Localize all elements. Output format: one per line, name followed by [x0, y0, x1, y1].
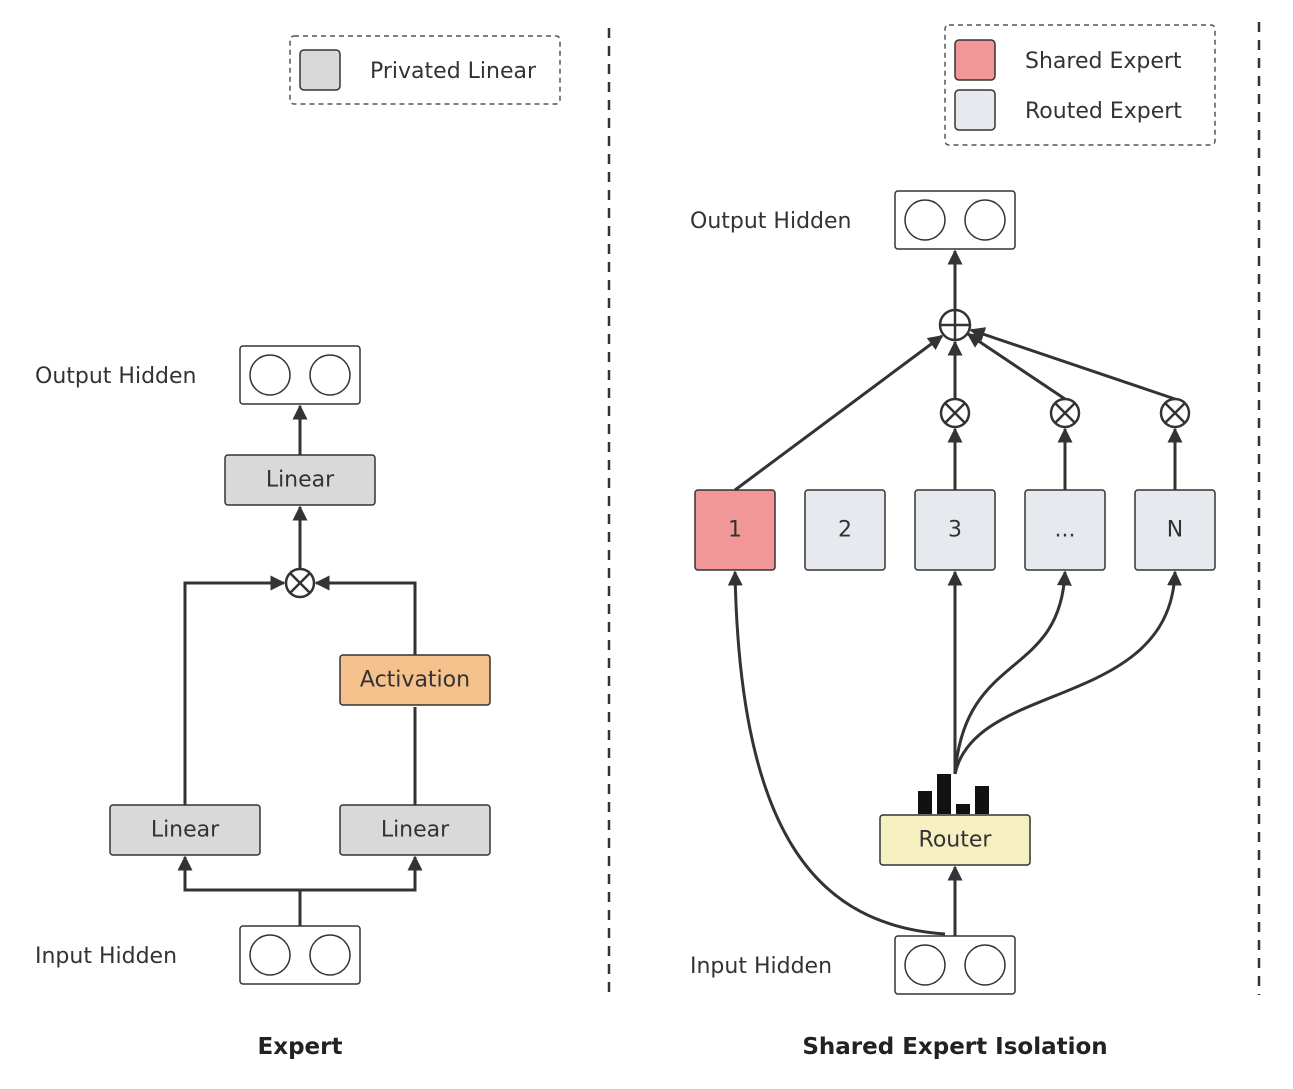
expert-connectors	[177, 404, 423, 926]
expert-output-hidden-vector	[239, 345, 361, 405]
expert-panel-title: Expert	[258, 1034, 343, 1060]
expert-box-2	[804, 489, 886, 571]
moe-sum-node	[938, 308, 972, 342]
router-box	[879, 814, 1031, 866]
expert-activation-label: Activation	[360, 668, 470, 693]
expert-box-n-label: N	[1167, 518, 1183, 543]
moe-gate-multiply-3	[939, 397, 971, 429]
legend-swatch-privated	[299, 49, 341, 91]
legend-label-shared: Shared Expert	[1025, 49, 1182, 74]
moe-input-hidden-vector	[894, 935, 1016, 995]
moe-input-hidden-label: Input Hidden	[690, 954, 832, 979]
expert-box-dots-label: ...	[1055, 518, 1076, 543]
moe-gate-multiply-dots	[1049, 397, 1081, 429]
legend-label-privated: Privated Linear	[370, 59, 537, 84]
legend-swatch-routed	[954, 89, 996, 131]
legend-privated-linear: Privated Linear	[289, 35, 561, 105]
moe-gate-multiply-n	[1159, 397, 1191, 429]
expert-box-1-label: 1	[728, 518, 742, 543]
expert-multiply-node	[284, 567, 316, 599]
legend-swatch-shared	[954, 39, 996, 81]
expert-left-linear-label: Linear	[151, 818, 220, 843]
expert-box-3-label: 3	[948, 518, 962, 543]
expert-right-linear-label: Linear	[381, 818, 450, 843]
expert-input-hidden-vector	[239, 925, 361, 985]
legend-label-routed: Routed Expert	[1025, 99, 1182, 124]
moe-output-hidden-vector	[894, 190, 1016, 250]
expert-input-hidden-label: Input Hidden	[35, 944, 177, 969]
expert-box-2-label: 2	[838, 518, 852, 543]
router-score-bars	[918, 774, 989, 814]
legend-expert-types: Shared Expert Routed Expert	[944, 24, 1216, 146]
expert-top-linear-label: Linear	[266, 468, 335, 493]
moe-panel-title: Shared Expert Isolation	[802, 1034, 1107, 1060]
router-label: Router	[919, 828, 993, 853]
moe-connectors	[727, 249, 1183, 936]
expert-output-hidden-label: Output Hidden	[35, 364, 196, 389]
moe-output-hidden-label: Output Hidden	[690, 209, 851, 234]
